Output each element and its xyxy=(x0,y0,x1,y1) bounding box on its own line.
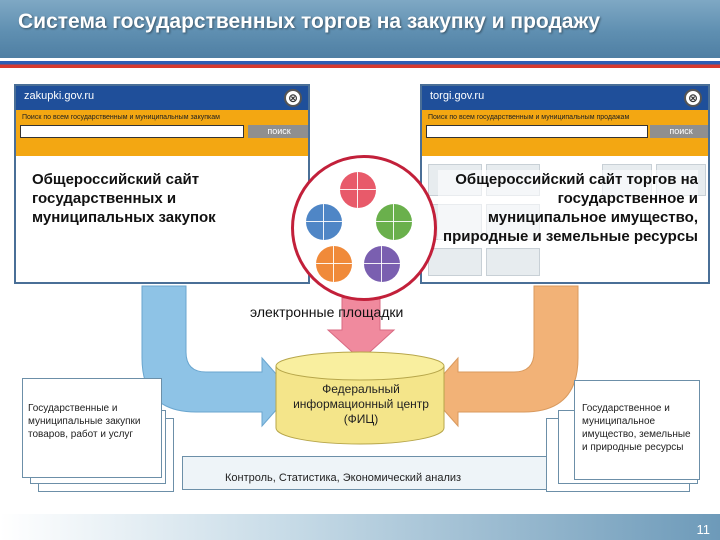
zakupki-address-bar: zakupki.gov.ru ⊗ xyxy=(16,86,308,110)
slide-number: 11 xyxy=(696,522,711,537)
slide-header xyxy=(0,0,720,58)
platform-icon[interactable] xyxy=(306,204,342,240)
right-note-box xyxy=(574,380,700,480)
torgi-search-caption: Поиск по всем государственным и муниципа… xyxy=(428,114,630,121)
zakupki-description: Общероссийский сайт государственных и му… xyxy=(32,171,216,226)
zakupki-site-panel: zakupki.gov.ru ⊗ Поиск по всем государст… xyxy=(14,84,310,284)
torgi-address-bar: torgi.gov.ru ⊗ xyxy=(422,86,708,110)
property-thumbnail[interactable] xyxy=(428,248,482,276)
platforms-label: электронные площадки xyxy=(250,304,404,320)
data-center-cylinder xyxy=(275,351,445,445)
data-center-label: Федеральный информационный центр (ФИЦ) xyxy=(293,382,429,426)
platform-icon[interactable] xyxy=(316,246,352,282)
right-flow-arrow xyxy=(427,285,579,428)
right-note-text: Государственное и муниципальное имуществ… xyxy=(582,403,691,453)
left-note-box xyxy=(22,378,162,478)
platforms-ring xyxy=(291,155,437,301)
zakupki-search-caption: Поиск по всем государственным и муниципа… xyxy=(22,114,220,121)
platforms-flow-arrow xyxy=(326,297,396,361)
close-icon[interactable]: ⊗ xyxy=(284,89,302,107)
control-label: Контроль, Статистика, Экономический анал… xyxy=(225,472,462,484)
platform-icon[interactable] xyxy=(364,246,400,282)
slide-title: Система государственных торгов на закупк… xyxy=(18,10,601,33)
platform-icon[interactable] xyxy=(376,204,412,240)
torgi-url[interactable]: torgi.gov.ru xyxy=(430,90,485,102)
property-thumbnail[interactable] xyxy=(486,248,540,276)
platform-icon[interactable] xyxy=(340,172,376,208)
torgi-site-body: Общероссийский сайт торгов на государств… xyxy=(422,156,708,282)
torgi-search-strip: Поиск по всем государственным и муниципа… xyxy=(422,110,708,156)
zakupki-search-strip: Поиск по всем государственным и муниципа… xyxy=(16,110,308,156)
control-box xyxy=(182,456,552,490)
torgi-search-button[interactable]: поиск xyxy=(650,125,708,138)
flag-stripes xyxy=(0,58,720,68)
left-note-text: Государственные и муниципальные закупки … xyxy=(28,403,141,440)
zakupki-url[interactable]: zakupki.gov.ru xyxy=(24,90,95,102)
torgi-site-panel: torgi.gov.ru ⊗ Поиск по всем государстве… xyxy=(420,84,710,284)
footer-bar xyxy=(0,514,720,540)
zakupki-search-input[interactable] xyxy=(20,125,244,138)
zakupki-site-body: Общероссийский сайт государственных и му… xyxy=(16,156,308,282)
torgi-description: Общероссийский сайт торгов на государств… xyxy=(438,170,698,246)
torgi-search-input[interactable] xyxy=(426,125,648,138)
zakupki-search-button[interactable]: поиск xyxy=(248,125,308,138)
close-icon[interactable]: ⊗ xyxy=(684,89,702,107)
